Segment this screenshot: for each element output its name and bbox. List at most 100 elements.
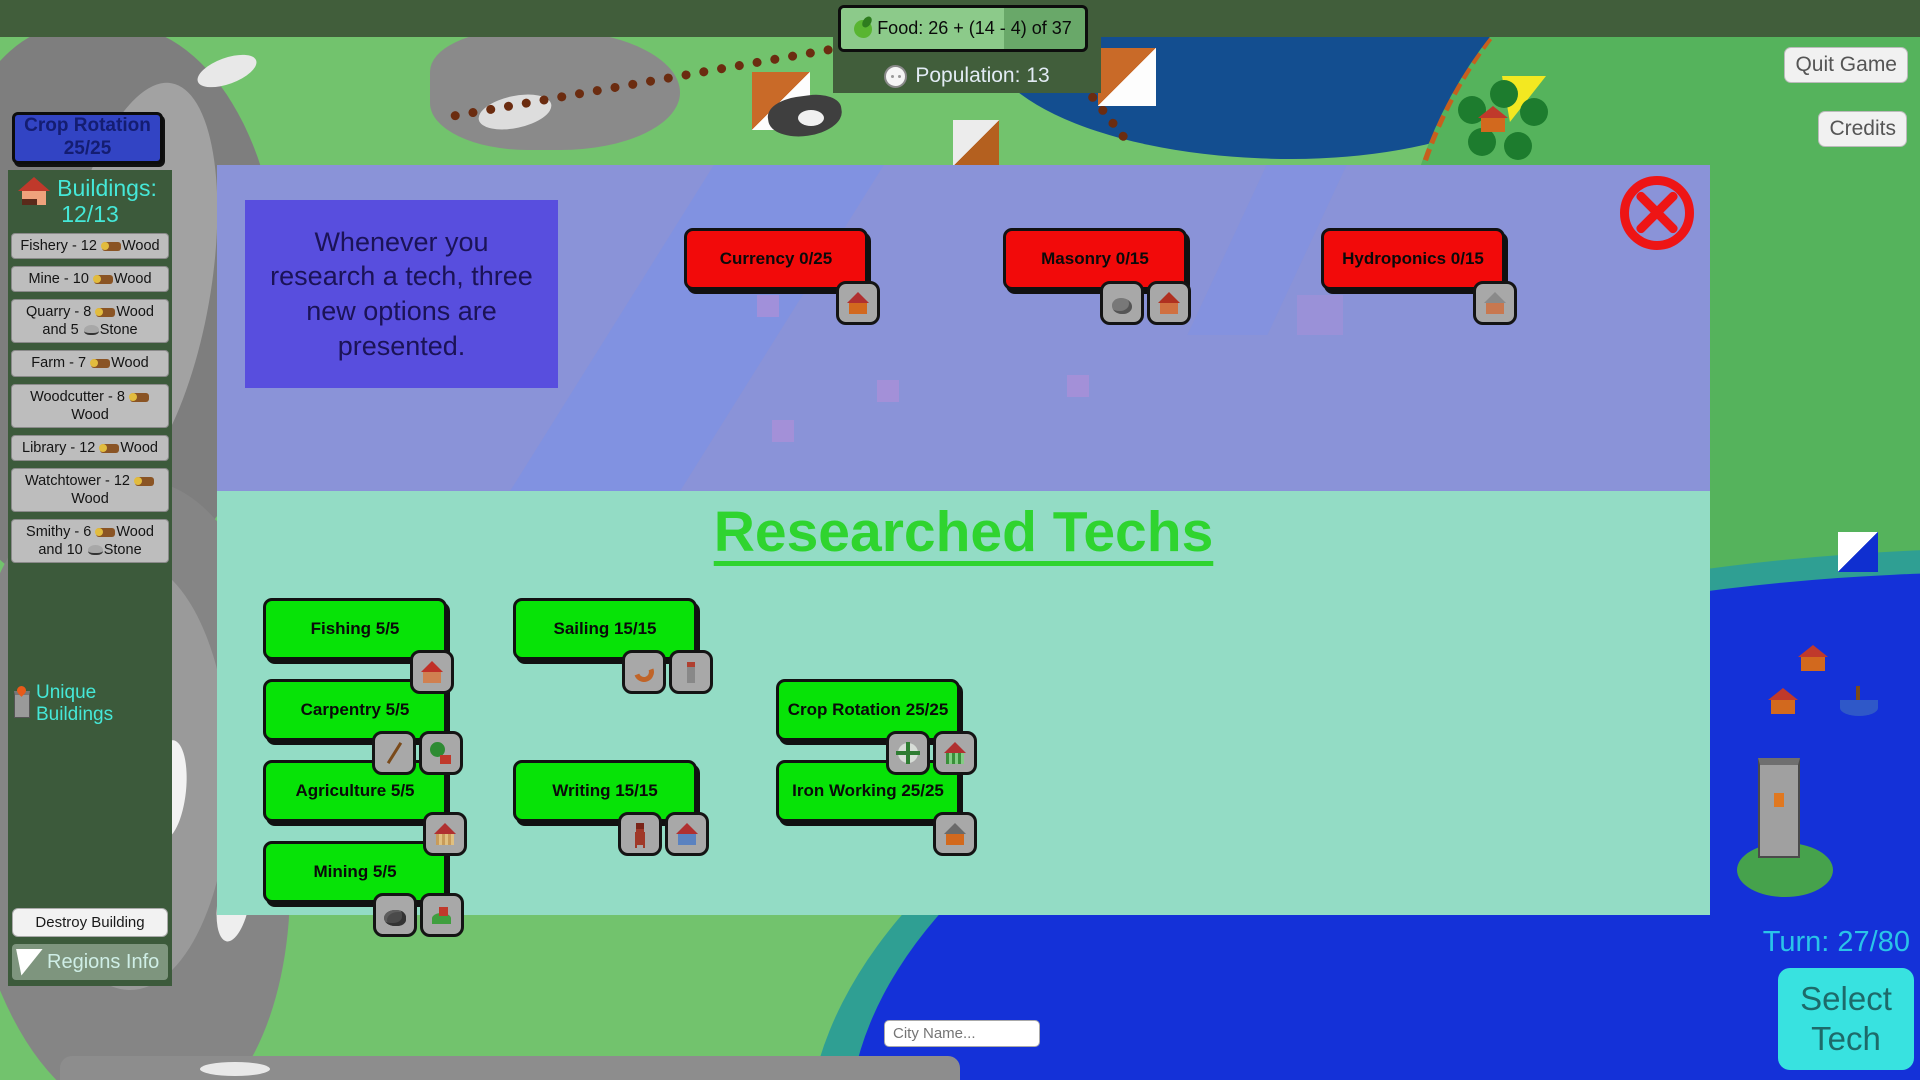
food-icon [854, 19, 873, 38]
tree-icon [1490, 80, 1518, 108]
credits-button[interactable]: Credits [1818, 111, 1907, 147]
food-meter: Food: 26 + (14 - 4) of 37 [838, 5, 1088, 52]
researched-tech-sailing[interactable]: Sailing 15/15 [513, 598, 697, 660]
build-fishery-button[interactable]: Fishery - 12 Wood [11, 232, 169, 259]
researched-tech-crop-rotation[interactable]: Crop Rotation 25/25 [776, 679, 960, 741]
build-farm-button[interactable]: Farm - 7 Wood [11, 350, 169, 377]
house-icon [18, 177, 50, 205]
tech-option-masonry[interactable]: Masonry 0/15 [1003, 228, 1187, 290]
unlock-tile [836, 281, 880, 325]
available-techs-panel: Whenever you research a tech, three new … [217, 165, 1710, 491]
current-research-button[interactable]: Crop Rotation 25/25 [12, 112, 163, 164]
build-watchtower-button[interactable]: Watchtower - 12 Wood [11, 467, 169, 513]
build-library-button[interactable]: Library - 12 Wood [11, 434, 169, 461]
lighthouse-icon [679, 661, 703, 683]
unlock-tile [410, 650, 454, 694]
tech-unlock-tiles [372, 731, 463, 775]
unique-buildings-label: Unique Buildings [36, 682, 114, 725]
wood-icon [99, 443, 120, 453]
city-name-input[interactable] [884, 1020, 1040, 1047]
quarry-building-icon [430, 904, 454, 926]
researched-techs-panel: Researched Techs Fishing 5/5 Sailing 15/… [217, 491, 1710, 937]
sailboat-icon [1840, 686, 1878, 716]
build-woodcutter-button[interactable]: Woodcutter - 8 Wood [11, 383, 169, 428]
tech-label: Fishing 5/5 [310, 619, 400, 639]
village-tint [757, 295, 779, 317]
wood-icon [95, 308, 116, 318]
wood-icon [95, 528, 116, 538]
tree-icon [1520, 98, 1548, 126]
unlock-tile [373, 893, 417, 937]
regions-info-button[interactable]: Regions Info [12, 944, 168, 980]
house-icon [1478, 106, 1508, 132]
tech-label: Agriculture 5/5 [295, 781, 415, 801]
fishery-building-icon [420, 661, 444, 683]
boat-icon [632, 661, 656, 683]
wood-icon [100, 241, 121, 251]
tech-unlock-tiles [886, 731, 977, 775]
population-value: Population: 13 [915, 64, 1050, 87]
tech-unlock-tiles [1100, 281, 1191, 325]
close-icon[interactable] [1620, 176, 1694, 250]
buildings-count: 12/13 [61, 201, 119, 228]
tech-unlock-tiles [836, 281, 880, 325]
wood-icon [134, 476, 155, 486]
select-tech-button[interactable]: Select Tech [1778, 968, 1914, 1070]
tech-label: Iron Working 25/25 [792, 781, 944, 801]
tree-icon [1504, 132, 1532, 160]
tech-option-label: Masonry 0/15 [1041, 249, 1149, 269]
masonry-building-icon [1157, 292, 1181, 314]
mountain-peak [430, 30, 680, 150]
turn-counter: Turn: 27/80 [1762, 926, 1910, 958]
build-mine-button[interactable]: Mine - 10 Wood [11, 266, 169, 293]
watchtower-icon [628, 823, 652, 845]
tech-label: Mining 5/5 [313, 862, 397, 882]
researched-tech-mining[interactable]: Mining 5/5 [263, 841, 447, 903]
windmill-icon [896, 742, 920, 764]
credits-label: Credits [1829, 117, 1896, 140]
village-tint [772, 420, 794, 442]
researched-tech-agriculture[interactable]: Agriculture 5/5 [263, 760, 447, 822]
unlock-tile [933, 812, 977, 856]
unique-buildings-header: Unique Buildings [8, 682, 172, 726]
tree-icon [1468, 128, 1496, 156]
flag-icon [16, 948, 43, 976]
tech-unlock-tiles [410, 650, 454, 694]
house-icon [1768, 688, 1798, 714]
current-research-name: Crop Rotation [24, 115, 151, 137]
tech-label: Carpentry 5/5 [300, 700, 410, 720]
build-quarry-button[interactable]: Quarry - 8 Wood and 5 Stone [11, 299, 169, 344]
building-list: Fishery - 12 Wood Mine - 10 Wood Quarry … [8, 232, 172, 564]
wood-icon [92, 275, 113, 284]
tech-unlock-tiles [1473, 281, 1517, 325]
build-smithy-button[interactable]: Smithy - 6 Wood and 10 Stone [11, 519, 169, 564]
buildings-header: Buildings: 12/13 [8, 170, 172, 228]
unlock-tile [933, 731, 977, 775]
tech-option-currency[interactable]: Currency 0/25 [684, 228, 868, 290]
unlock-tile [618, 812, 662, 856]
researched-tech-fishing[interactable]: Fishing 5/5 [263, 598, 447, 660]
house-icon [1798, 645, 1838, 671]
territory-flag-tile [1838, 532, 1878, 572]
snow-patch [200, 1062, 270, 1076]
unlock-tile [665, 812, 709, 856]
stone-wall-icon [1110, 292, 1134, 314]
tech-unlock-tiles [622, 650, 713, 694]
unlock-tile [886, 731, 930, 775]
unlock-tile [423, 812, 467, 856]
woodcutter-building-icon [429, 742, 453, 764]
quit-game-label: Quit Game [1795, 53, 1897, 76]
research-hint-box: Whenever you research a tech, three new … [245, 200, 558, 388]
hydroponics-farm-icon [1483, 292, 1507, 314]
researched-tech-iron-working[interactable]: Iron Working 25/25 [776, 760, 960, 822]
territory-flag-tile [953, 120, 999, 166]
destroy-building-button[interactable]: Destroy Building [12, 908, 168, 937]
researched-tech-writing[interactable]: Writing 15/15 [513, 760, 697, 822]
unlock-tile [420, 893, 464, 937]
researched-techs-title: Researched Techs [713, 500, 1214, 564]
quit-game-button[interactable]: Quit Game [1784, 47, 1908, 83]
population-icon [884, 64, 908, 88]
tech-option-label: Hydroponics 0/15 [1342, 249, 1484, 269]
tech-option-hydroponics[interactable]: Hydroponics 0/15 [1321, 228, 1505, 290]
mountain-ridge [60, 1056, 960, 1080]
